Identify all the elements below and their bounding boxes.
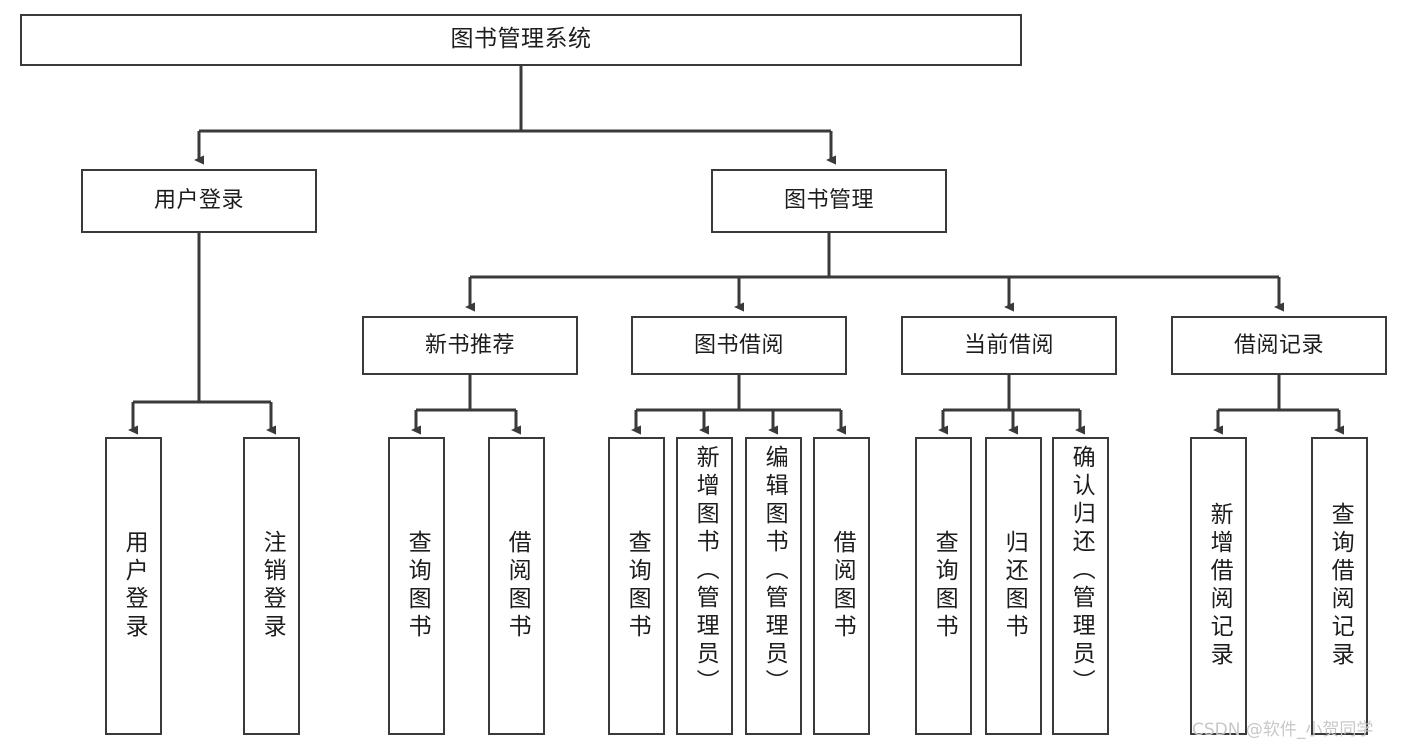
node-book-management-label: 图书管理 [783,188,874,214]
leaf-borrow-book-label: 借阅图书 [829,530,856,642]
leaf-query-book-recommend-label: 查询图书 [404,530,431,642]
node-book-borrow[interactable]: 图书借阅 [631,316,847,375]
node-book-management[interactable]: 图书管理 [711,169,947,233]
leaf-user-login[interactable]: 用户登录 [105,437,162,735]
leaf-edit-book-admin-label: 编辑图书（管理员） [761,445,788,697]
leaf-query-book-recommend[interactable]: 查询图书 [388,437,445,735]
node-user-login[interactable]: 用户登录 [81,169,317,233]
leaf-query-book-current-label: 查询图书 [931,530,958,642]
leaf-borrow-book-recommend[interactable]: 借阅图书 [488,437,545,735]
leaf-return-book[interactable]: 归还图书 [985,437,1042,735]
leaf-query-borrow-record-label: 查询借阅记录 [1327,502,1354,670]
node-root-label: 图书管理系统 [450,26,592,53]
node-borrow-records[interactable]: 借阅记录 [1171,316,1387,375]
leaf-logout-label: 注销登录 [259,530,286,642]
node-borrow-records-label: 借阅记录 [1233,332,1324,358]
leaf-add-book-admin-label: 新增图书（管理员） [692,445,719,697]
node-new-book-recommend-label: 新书推荐 [424,332,515,358]
leaf-add-book-admin[interactable]: 新增图书（管理员） [676,437,733,735]
leaf-borrow-book-recommend-label: 借阅图书 [504,530,531,642]
watermark: CSDN @软件_小贺同学 [1192,720,1374,740]
leaf-add-borrow-record[interactable]: 新增借阅记录 [1190,437,1247,735]
node-current-borrow[interactable]: 当前借阅 [901,316,1117,375]
leaf-borrow-book[interactable]: 借阅图书 [813,437,870,735]
node-book-borrow-label: 图书借阅 [693,332,784,358]
leaf-query-book-borrow-label: 查询图书 [624,530,651,642]
leaf-logout[interactable]: 注销登录 [243,437,300,735]
leaf-confirm-return-admin[interactable]: 确认归还（管理员） [1052,437,1109,735]
node-current-borrow-label: 当前借阅 [963,332,1054,358]
leaf-user-login-label: 用户登录 [121,530,148,642]
leaf-query-book-current[interactable]: 查询图书 [915,437,972,735]
node-root[interactable]: 图书管理系统 [20,14,1022,66]
leaf-confirm-return-admin-label: 确认归还（管理员） [1068,445,1095,697]
leaf-add-borrow-record-label: 新增借阅记录 [1206,502,1233,670]
leaf-return-book-label: 归还图书 [1001,530,1028,642]
node-new-book-recommend[interactable]: 新书推荐 [362,316,578,375]
leaf-query-book-borrow[interactable]: 查询图书 [608,437,665,735]
node-user-login-label: 用户登录 [153,188,244,214]
leaf-edit-book-admin[interactable]: 编辑图书（管理员） [745,437,802,735]
leaf-query-borrow-record[interactable]: 查询借阅记录 [1311,437,1368,735]
